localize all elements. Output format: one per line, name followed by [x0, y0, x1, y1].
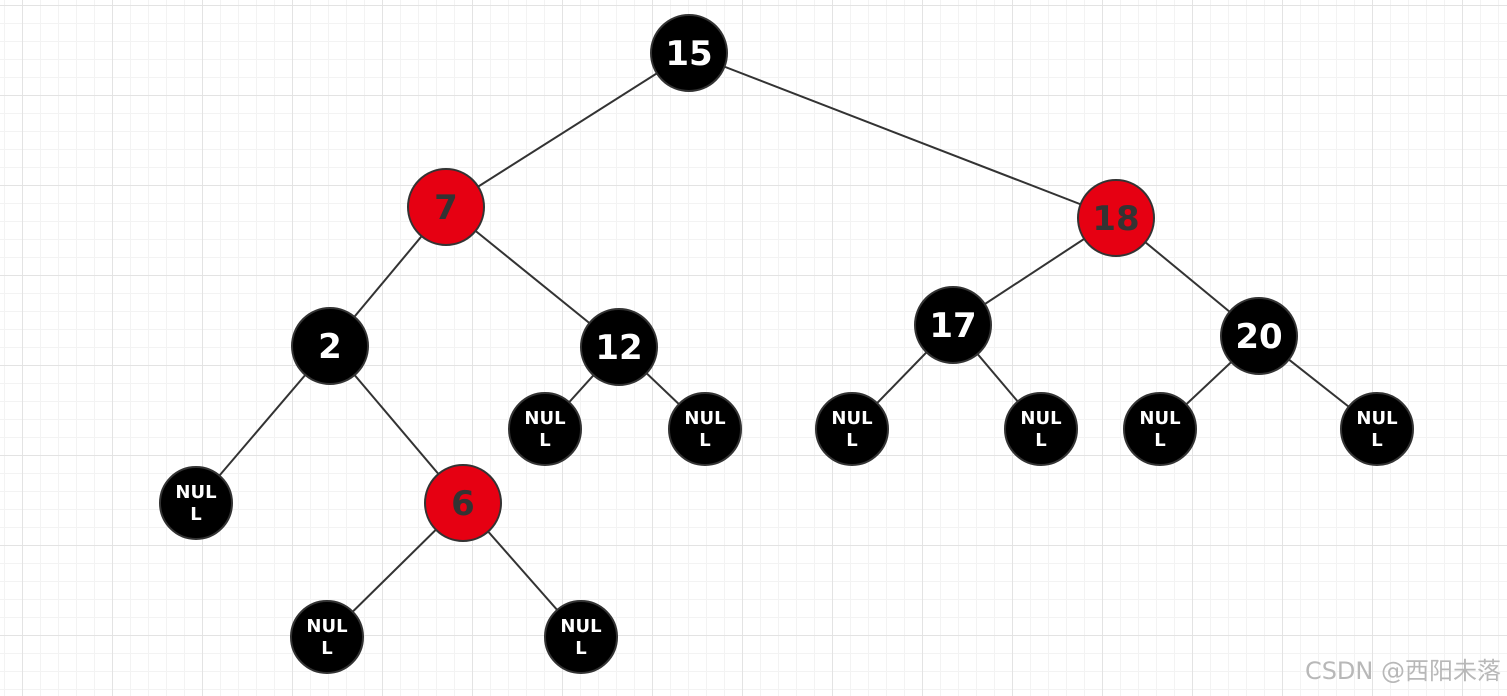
black-node-circle	[159, 466, 233, 540]
black-node-circle	[291, 307, 369, 385]
node-value-label: 17	[929, 306, 976, 346]
tree-edge	[688, 52, 1117, 219]
black-node-circle	[650, 14, 728, 92]
black-node-circle	[1123, 392, 1197, 466]
black-node-circle	[1220, 297, 1298, 375]
node-value-label: 12	[595, 328, 642, 368]
black-node-circle	[914, 286, 992, 364]
tree-node: 20	[1220, 297, 1298, 375]
node-value-label: 6	[451, 484, 475, 524]
black-node-circle	[1004, 392, 1078, 466]
black-node-circle	[580, 308, 658, 386]
watermark: CSDN @西阳未落	[1304, 657, 1501, 685]
tree-edge	[445, 52, 690, 208]
red-node-circle	[424, 464, 502, 542]
tree-node: 15	[650, 14, 728, 92]
black-node-circle	[290, 600, 364, 674]
tree-node: 12	[580, 308, 658, 386]
node-value-label: 7	[434, 188, 458, 228]
black-node-circle	[668, 392, 742, 466]
tree-node: 2	[291, 307, 369, 385]
node-value-label: 20	[1235, 317, 1282, 357]
black-node-circle	[1340, 392, 1414, 466]
black-node-circle	[508, 392, 582, 466]
black-node-circle	[544, 600, 618, 674]
tree-node: 6	[424, 464, 502, 542]
tree-node: 17	[914, 286, 992, 364]
red-node-circle	[407, 168, 485, 246]
tree-node: 18	[1077, 179, 1155, 257]
red-node-circle	[1077, 179, 1155, 257]
tree-edges	[195, 52, 1378, 638]
node-value-label: 2	[318, 327, 342, 367]
node-value-label: 15	[665, 34, 712, 74]
black-node-circle	[815, 392, 889, 466]
tree-node: 7	[407, 168, 485, 246]
node-value-label: 18	[1092, 199, 1139, 239]
